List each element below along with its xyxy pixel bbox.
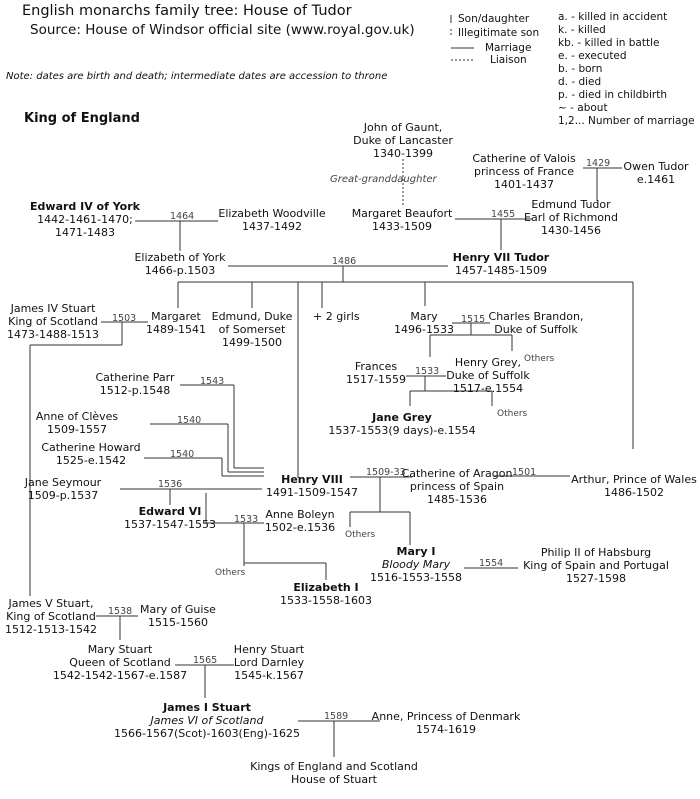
others-label: Others <box>215 568 246 578</box>
marriage-year: 1543 <box>200 376 225 387</box>
others-label: Others <box>345 530 376 540</box>
person-edward-iv: Edward IV of York 1442-1461-1470; 1471-1… <box>30 200 140 239</box>
person-mary-i: Mary I Bloody Mary 1516-1553-1558 <box>370 545 462 584</box>
legend-liaison: Liaison <box>490 54 527 66</box>
legend-code: d. - died <box>558 76 602 88</box>
person-james-i: James I Stuart James VI of Scotland 1566… <box>113 701 301 740</box>
person-catherine-parr: Catherine Parr 1512-p.1548 <box>95 371 175 397</box>
person-elizabeth-i: Elizabeth I 1533-1558-1603 <box>280 581 372 607</box>
person-edward-vi: Edward VI 1537-1547-1553 <box>124 505 216 531</box>
footnote: Note: dates are birth and death; interme… <box>6 71 388 82</box>
relation-label: Great-granddaughter <box>330 174 437 185</box>
person-elizabeth-woodville: Elizabeth Woodville 1437-1492 <box>218 207 326 233</box>
legend-code: 1,2... Number of marriage <box>558 115 695 127</box>
marriage-year: 1540 <box>177 415 202 426</box>
person-philip-ii: Philip II of Habsburg King of Spain and … <box>523 546 669 585</box>
marriage-year: 1455 <box>491 209 516 220</box>
person-elizabeth-of-york: Elizabeth of York 1466-p.1503 <box>134 251 226 277</box>
marriage-year: 1464 <box>170 211 195 222</box>
house-of-stuart-label: Kings of England and Scotland House of S… <box>250 760 418 786</box>
marriage-year: 1538 <box>108 606 133 617</box>
legend-illegitimate: Illegitimate son <box>458 27 540 39</box>
marriage-year: 1565 <box>193 655 218 666</box>
person-edmund-somerset: Edmund, Duke of Somerset 1499-1500 <box>211 310 293 349</box>
person-owen-tudor: Owen Tudor e.1461 <box>623 160 689 186</box>
marriage-year: 1536 <box>158 479 183 490</box>
marriage-year: 1509-33 <box>366 467 406 478</box>
person-catherine-of-aragon: Catherine of Aragon princess of Spain 14… <box>401 467 513 506</box>
marriage-year: 1554 <box>479 558 504 569</box>
person-henry-viii: Henry VIII 1491-1509-1547 <box>266 473 358 499</box>
marriage-year: 1501 <box>512 467 537 478</box>
person-margaret-tudor: Margaret 1489-1541 <box>146 310 206 336</box>
person-jane-grey: Jane Grey 1537-1553(9 days)-e.1554 <box>328 411 476 437</box>
person-charles-brandon: Charles Brandon, Duke of Suffolk <box>488 310 584 336</box>
marriage-year: 1533 <box>415 366 440 377</box>
marriage-year: 1533 <box>234 514 259 525</box>
marriage-year: 1540 <box>170 449 195 460</box>
person-frances-brandon: Frances 1517-1559 <box>346 360 406 386</box>
person-edmund-tudor: Edmund Tudor Earl of Richmond 1430-1456 <box>524 198 618 237</box>
source-line: Source: House of Windsor official site (… <box>30 22 415 38</box>
legend-son-daughter: Son/daughter <box>458 13 530 25</box>
person-arthur: Arthur, Prince of Wales 1486-1502 <box>571 473 697 499</box>
legend-code: k. - killed <box>558 24 606 36</box>
legend-code: p. - died in childbirth <box>558 89 668 101</box>
person-anne-boleyn: Anne Boleyn 1502-e.1536 <box>264 508 336 534</box>
others-label: Others <box>497 409 528 419</box>
marriage-year: 1486 <box>332 256 357 267</box>
person-mary-of-guise: Mary of Guise 1515-1560 <box>140 603 216 629</box>
person-james-iv: James IV Stuart King of Scotland 1473-14… <box>7 302 99 341</box>
person-lord-darnley: Henry Stuart Lord Darnley 1545-k.1567 <box>233 643 305 682</box>
person-jane-seymour: Jane Seymour 1509-p.1537 <box>24 476 102 502</box>
person-anne-of-denmark: Anne, Princess of Denmark 1574-1619 <box>371 710 521 736</box>
legend-code: kb. - killed in battle <box>558 37 660 49</box>
person-catherine-of-valois: Catherine of Valois princess of France 1… <box>472 152 576 191</box>
legend-code: ~ - about <box>558 102 608 114</box>
person-mary-tudor: Mary 1496-1533 <box>394 310 454 336</box>
legend-code: a. - killed in accident <box>558 11 668 23</box>
person-catherine-howard: Catherine Howard 1525-e.1542 <box>41 441 141 467</box>
marriage-year: 1589 <box>324 711 349 722</box>
person-james-v: James V Stuart, King of Scotland 1512-15… <box>5 597 97 636</box>
marriage-year: 1429 <box>586 158 611 169</box>
person-henry-grey: Henry Grey, Duke of Suffolk 1517-e.1554 <box>446 356 530 395</box>
person-margaret-beaufort: Margaret Beaufort 1433-1509 <box>351 207 453 233</box>
others-label: Others <box>524 354 555 364</box>
legend-marriage: Marriage <box>485 42 532 54</box>
person-anne-of-cleves: Anne of Clèves 1509-1557 <box>35 410 119 436</box>
legend-code: b. - born <box>558 63 603 75</box>
person-john-of-gaunt: John of Gaunt, Duke of Lancaster 1340-13… <box>353 121 453 160</box>
section-heading: King of England <box>24 111 140 126</box>
person-henry-vii: Henry VII Tudor 1457-1485-1509 <box>452 251 550 277</box>
marriage-year: 1503 <box>112 313 137 324</box>
marriage-year: 1515 <box>461 314 486 325</box>
person-mary-stuart: Mary Stuart Queen of Scotland 1542-1542-… <box>52 643 188 682</box>
legend-code: e. - executed <box>558 50 627 62</box>
diagram-title: English monarchs family tree: House of T… <box>22 3 352 19</box>
two-girls-label: + 2 girls <box>313 310 360 323</box>
